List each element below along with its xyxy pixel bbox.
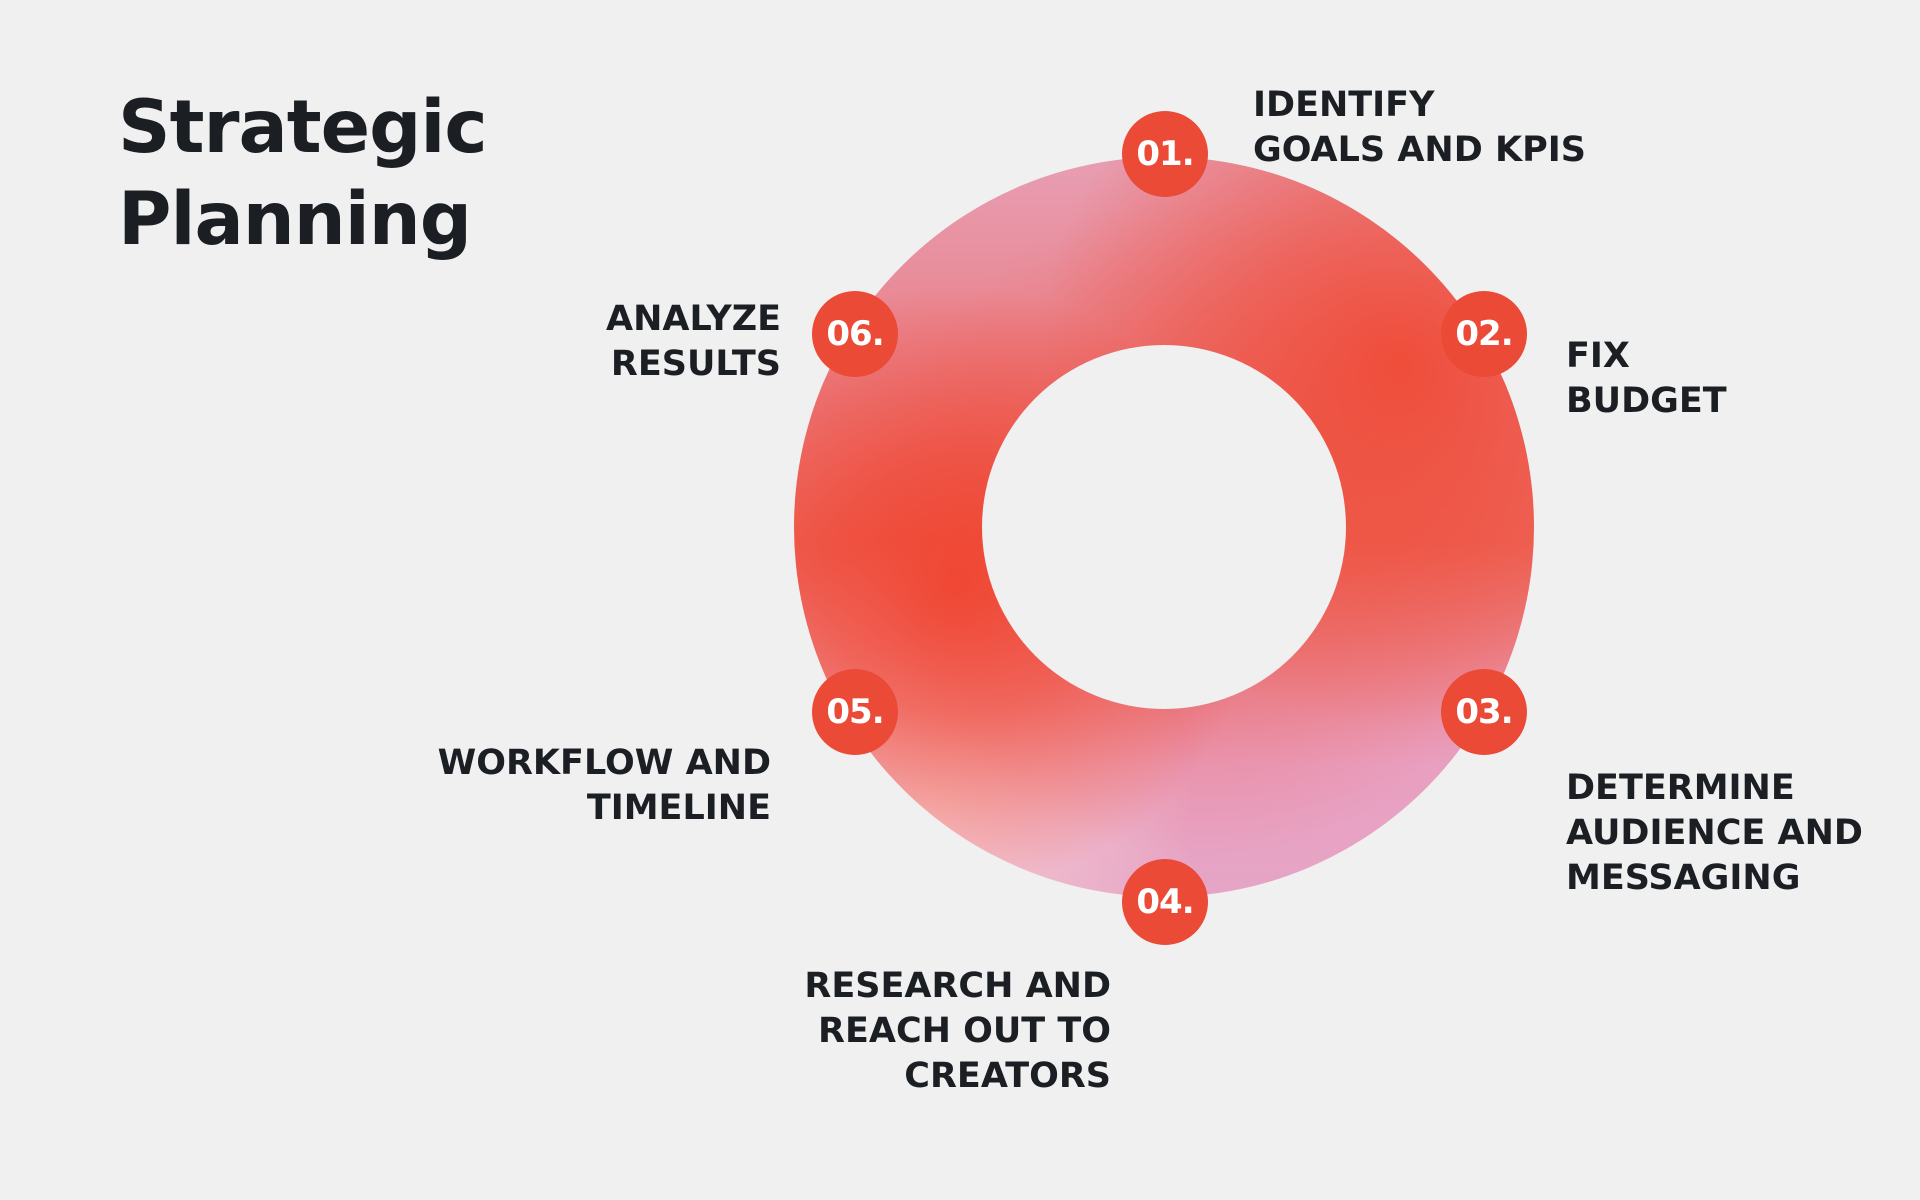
step-5-label-line: WORKFLOW AND xyxy=(437,743,771,783)
step-4-label-line: CREATORS xyxy=(904,1056,1111,1096)
step-1-label: IDENTIFY GOALS AND KPIS xyxy=(1253,83,1586,173)
step-2-label: FIX BUDGET xyxy=(1566,334,1727,424)
step-3-label-line: DETERMINE xyxy=(1566,768,1795,808)
title-line-2: Planning xyxy=(118,177,472,262)
step-1-label-line: GOALS AND KPIS xyxy=(1253,130,1586,170)
cycle-ring-center xyxy=(982,345,1346,709)
step-4-label: RESEARCH AND REACH OUT TO CREATORS xyxy=(804,964,1111,1099)
step-1-label-line: IDENTIFY xyxy=(1253,85,1435,125)
title-line-1: Strategic xyxy=(118,85,488,170)
step-6-label-line: RESULTS xyxy=(610,344,781,384)
step-5-badge: 05. xyxy=(812,669,898,755)
step-5-label-line: TIMELINE xyxy=(586,788,771,828)
step-5-label: WORKFLOW AND TIMELINE xyxy=(438,741,771,831)
step-3-badge: 03. xyxy=(1441,669,1527,755)
step-2-label-line: BUDGET xyxy=(1566,381,1727,421)
step-4-label-line: REACH OUT TO xyxy=(818,1011,1111,1051)
step-6-label: ANALYZE RESULTS xyxy=(606,297,781,387)
step-4-badge: 04. xyxy=(1122,859,1208,945)
step-3-label: DETERMINE AUDIENCE AND MESSAGING xyxy=(1566,766,1863,901)
step-3-label-line: AUDIENCE AND xyxy=(1566,813,1863,853)
step-1-badge: 01. xyxy=(1122,111,1208,197)
page-title: Strategic Planning xyxy=(118,82,488,266)
step-2-label-line: FIX xyxy=(1566,336,1630,376)
step-4-label-line: RESEARCH AND xyxy=(804,966,1111,1006)
step-3-label-line: MESSAGING xyxy=(1566,858,1801,898)
step-6-label-line: ANALYZE xyxy=(606,299,781,339)
step-6-badge: 06. xyxy=(812,291,898,377)
step-2-badge: 02. xyxy=(1441,291,1527,377)
